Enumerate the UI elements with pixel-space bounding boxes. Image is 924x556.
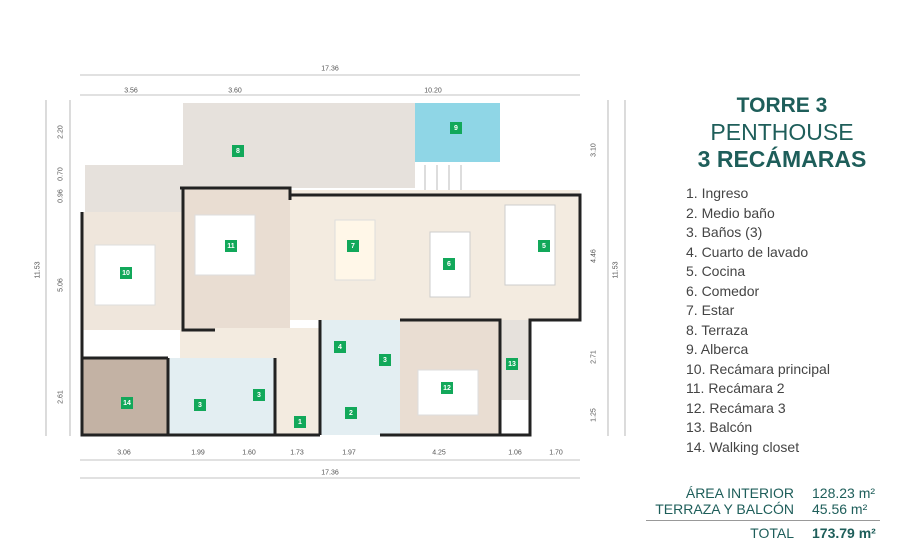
room-marker: 9 <box>450 122 462 134</box>
legend-item: 4. Cuarto de lavado <box>686 243 809 260</box>
legend-item: 9. Alberca <box>686 341 749 357</box>
legend-item: 1. Ingreso <box>686 185 749 201</box>
legend-item: 3. Baños (3) <box>686 224 763 240</box>
room-marker: 3 <box>194 399 206 411</box>
legend-item: 12. Recámara 3 <box>686 399 786 416</box>
dimension-label: 4.46 <box>590 249 598 263</box>
legend-item: 2. Medio baño <box>686 204 775 221</box>
unit-type-title: PENTHOUSE <box>710 119 854 145</box>
dimension-label: 1.73 <box>290 449 304 457</box>
walk-in-closet <box>82 358 168 435</box>
terrace-area-label: TERRAZA Y BALCÓN <box>655 501 794 517</box>
dimension-label: 1.25 <box>590 408 598 422</box>
legend-item: 8. Terraza <box>686 321 748 338</box>
dimension-label: 17.36 <box>321 65 339 73</box>
room-marker: 8 <box>232 145 244 157</box>
room-marker: 1 <box>294 416 306 428</box>
dimension-label: 10.20 <box>424 87 442 95</box>
dimension-label: 3.10 <box>590 143 598 157</box>
room-marker: 4 <box>334 341 346 353</box>
dimension-label: 0.70 <box>57 167 65 181</box>
total-area-label: TOTAL <box>750 525 794 541</box>
room-legend: 1. Ingreso 2. Medio baño 3. Baños (3) 4.… <box>686 184 830 457</box>
dimension-label: 11.53 <box>34 261 42 279</box>
room-marker: 5 <box>538 240 550 252</box>
floor-plan: 17.36 3.56 3.60 10.20 2.20 0.70 0.96 5.0… <box>34 65 626 479</box>
room-marker: 13 <box>506 358 518 370</box>
room-marker: 3 <box>253 389 265 401</box>
room-marker: 2 <box>345 407 357 419</box>
terrace <box>183 103 415 188</box>
room-marker: 11 <box>225 240 237 252</box>
legend-item: 10. Recámara principal <box>686 360 830 377</box>
dimension-label: 1.06 <box>508 449 522 457</box>
dimension-label: 2.71 <box>590 350 598 364</box>
legend-item: 5. Cocina <box>686 263 746 279</box>
legend-item: 6. Comedor <box>686 282 760 299</box>
dimension-label: 1.97 <box>342 449 356 457</box>
dimension-label: 1.60 <box>242 449 256 457</box>
room-marker: 12 <box>441 382 453 394</box>
room-marker: 6 <box>443 258 455 270</box>
dimension-label: 4.25 <box>432 449 446 457</box>
room-marker: 10 <box>120 267 132 279</box>
dimension-label: 1.70 <box>549 449 563 457</box>
room-marker: 3 <box>379 354 391 366</box>
dimension-label: 3.60 <box>228 87 242 95</box>
bedrooms-title: 3 RECÁMARAS <box>697 146 867 172</box>
dimension-label: 1.99 <box>191 449 205 457</box>
legend-item: 7. Estar <box>686 302 735 318</box>
dimension-label: 5.06 <box>57 278 65 292</box>
legend-item: 11. Recámara 2 <box>686 380 785 396</box>
interior-area-label: ÁREA INTERIOR <box>685 485 794 501</box>
dimension-label: 0.96 <box>57 189 65 203</box>
dimension-label: 3.56 <box>124 87 138 95</box>
dimension-label: 2.20 <box>57 125 65 139</box>
floor-plan-drawing <box>45 74 626 479</box>
room-marker: 14 <box>121 397 133 409</box>
dimension-label: 2.61 <box>57 390 65 404</box>
dimension-label: 3.06 <box>117 449 131 457</box>
interior-area-value: 128.23 m² <box>812 485 876 501</box>
legend-item: 13. Balcón <box>686 419 753 435</box>
terrace-area-value: 45.56 m² <box>812 501 868 517</box>
total-area-value: 173.79 m² <box>812 525 876 541</box>
legend-item: 14. Walking closet <box>686 438 800 455</box>
tower-title: TORRE 3 <box>736 94 828 117</box>
dimension-label: 11.53 <box>612 261 620 279</box>
divider <box>646 520 880 521</box>
room-marker: 7 <box>347 240 359 252</box>
dimension-label: 17.36 <box>321 469 339 477</box>
